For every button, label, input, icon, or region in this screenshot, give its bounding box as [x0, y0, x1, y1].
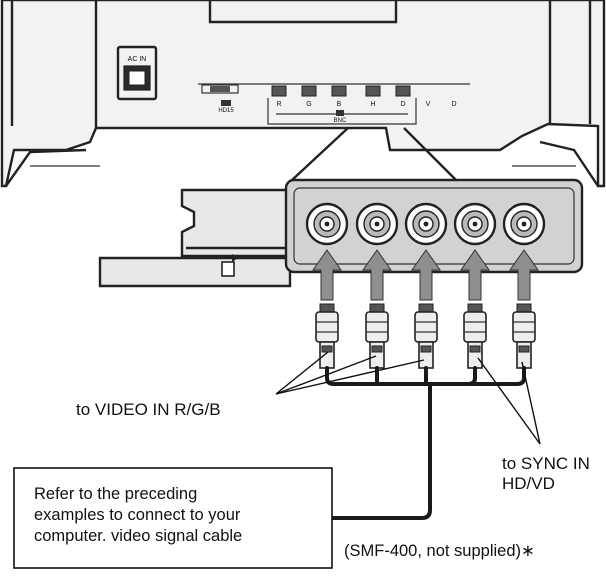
hd15-label: HD15 — [218, 108, 234, 114]
bnc-plug-g — [365, 303, 389, 369]
video-in-callout: to VIDEO IN R/G/B — [76, 400, 221, 419]
arrow-up-icon-r — [312, 249, 342, 301]
mini-bnc-row — [271, 85, 411, 97]
bnc-plug-b — [414, 303, 438, 369]
bnc-plug-r — [315, 303, 339, 369]
port-label-r: R — [276, 101, 281, 108]
zoom-lines — [291, 127, 457, 181]
arrow-up-icon-g — [362, 249, 392, 301]
bnc-plug-vd — [512, 303, 536, 369]
hd15-port-icon — [210, 86, 230, 92]
ac-in-socket: AC IN — [116, 45, 158, 101]
video-in-leaders — [275, 351, 425, 395]
port-label-b: B — [337, 101, 342, 108]
bnc-symbol-icon — [336, 110, 344, 116]
power-socket-hole — [128, 70, 146, 86]
bnc-plug-hd — [463, 303, 487, 369]
port-label-v: V — [426, 101, 431, 108]
video-signal-cable — [325, 366, 526, 520]
bnc-connector-g — [355, 202, 399, 246]
sync-in-leaders — [477, 357, 541, 445]
note-line-2: examples to connect to your — [34, 506, 241, 524]
sync-in-callout-line2: HD/VD — [502, 474, 555, 493]
note-line-1: Refer to the preceding — [34, 485, 197, 503]
hd15-symbol-icon — [221, 100, 231, 106]
arrow-up-icon-vd — [509, 249, 539, 301]
port-label-h: H — [370, 101, 375, 108]
cable-note: (SMF-400, not supplied)∗ — [344, 542, 535, 560]
monitor-stand — [98, 188, 292, 288]
sync-in-callout-line1: to SYNC IN — [502, 454, 590, 473]
bnc-connector-hd — [453, 202, 497, 246]
port-label-d2: D — [451, 101, 456, 108]
note-box: Refer to the preceding examples to conne… — [13, 467, 333, 569]
note-line-3: computer. video signal cable — [34, 527, 242, 545]
arrow-up-icon-b — [411, 249, 441, 301]
bnc-connector-r — [305, 202, 349, 246]
bnc-group-label: BNC — [334, 118, 347, 124]
port-label-d: D — [400, 101, 405, 108]
port-label-g: G — [306, 101, 311, 108]
bnc-connector-b — [404, 202, 448, 246]
bnc-connector-vd — [502, 202, 546, 246]
arrow-up-icon-hd — [460, 249, 490, 301]
ac-in-label: AC IN — [128, 56, 147, 63]
swivel-lock-icon — [221, 254, 238, 277]
rear-connector-strip: HD15 R G B H D V D BNC — [198, 83, 470, 125]
